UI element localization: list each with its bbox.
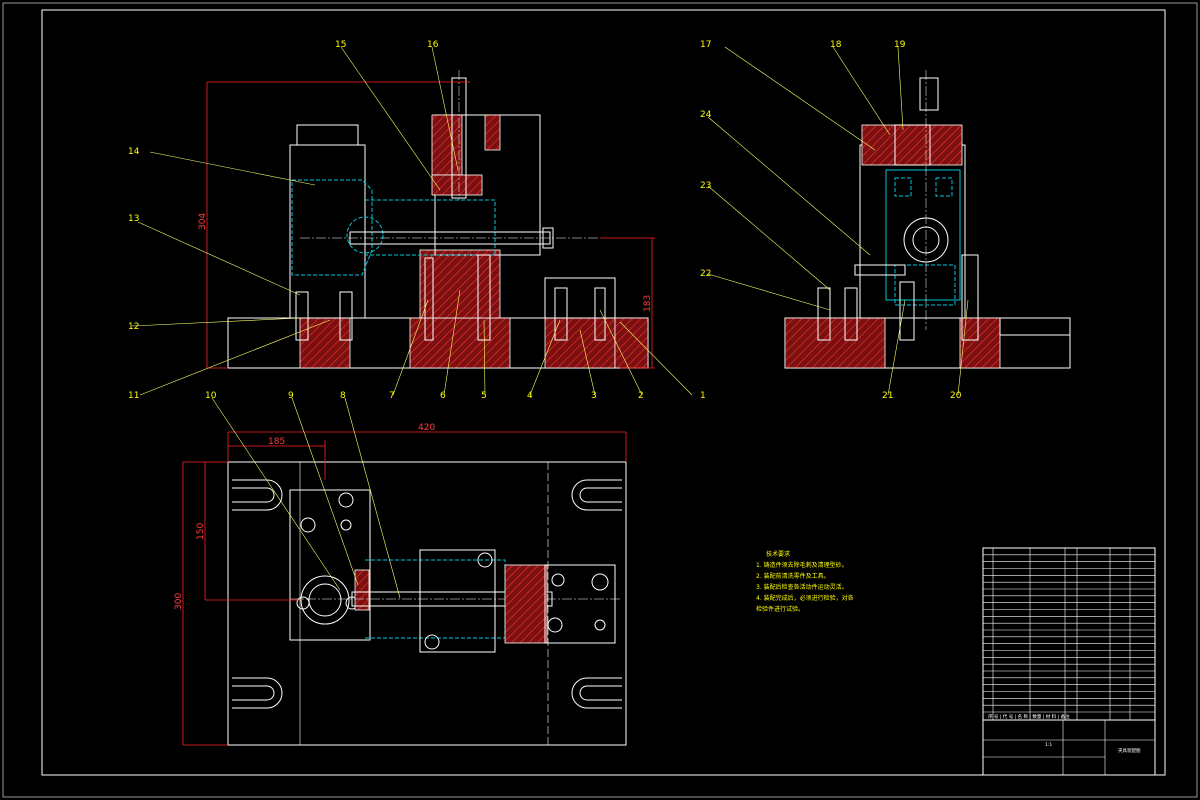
- label-22: 22: [700, 269, 711, 279]
- tech-title: 技术要求: [766, 550, 790, 558]
- tech-line-1: 1. 铸造件须去除毛刺及清理型砂。: [756, 561, 848, 569]
- label-21: 21: [882, 391, 893, 401]
- dim-300: 300: [174, 593, 184, 610]
- label-15: 15: [335, 40, 346, 50]
- label-23: 23: [700, 181, 711, 191]
- drawing-name: 夹具装配图: [1118, 747, 1141, 754]
- label-6: 6: [440, 391, 446, 401]
- label-3: 3: [591, 391, 597, 401]
- tech-line-5: 检验件进行试验。: [756, 605, 804, 613]
- label-5: 5: [481, 391, 487, 401]
- parts-list-rows: [983, 554, 1155, 713]
- label-10: 10: [205, 391, 217, 401]
- dim-183: 183: [643, 295, 653, 312]
- label-7: 7: [389, 391, 395, 401]
- parts-list: 序 号 | 代 号 | 名 称 | 数量 | 材 料 | 备注: [982, 547, 1156, 721]
- label-12: 12: [128, 322, 139, 332]
- label-20: 20: [950, 391, 962, 401]
- tech-line-2: 2. 装配前清洗零件及工具。: [756, 572, 830, 580]
- label-14: 14: [128, 147, 140, 157]
- side-view: 17 18 19 24 23 22 21 20: [700, 40, 1071, 401]
- label-8: 8: [340, 391, 346, 401]
- dim-185: 185: [268, 437, 285, 447]
- tech-line-3: 3. 装配后检查各活动件运动灵活。: [756, 583, 848, 591]
- label-9: 9: [288, 391, 294, 401]
- dim-150: 150: [196, 523, 206, 540]
- parts-list-footer: 序 号 | 代 号 | 名 称 | 数量 | 材 料 | 备注: [988, 713, 1070, 720]
- label-17: 17: [700, 40, 711, 50]
- front-view: 304 183 15 16 14 13 12 11 7 6 5 4 3 2 1: [128, 40, 706, 401]
- label-1: 1: [700, 391, 706, 401]
- tech-requirements: 技术要求 1. 铸造件须去除毛刺及清理型砂。 2. 装配前清洗零件及工具。 3.…: [756, 550, 854, 613]
- dim-304: 304: [198, 213, 208, 230]
- drawing-scale: 1:1: [1045, 742, 1052, 748]
- tech-line-4: 4. 装配完成后，必须进行检验，对各: [756, 594, 854, 602]
- label-4: 4: [527, 391, 533, 401]
- label-18: 18: [830, 40, 842, 50]
- label-24: 24: [700, 110, 712, 120]
- inner-border: [41, 9, 1166, 776]
- dim-420: 420: [418, 423, 435, 433]
- title-block: 夹具装配图 1:1: [982, 719, 1156, 776]
- top-view: 420 185 150 300 10 9 8: [174, 391, 627, 746]
- label-16: 16: [427, 40, 439, 50]
- label-13: 13: [128, 214, 139, 224]
- label-19: 19: [894, 40, 906, 50]
- label-2: 2: [638, 391, 644, 401]
- label-11: 11: [128, 391, 139, 401]
